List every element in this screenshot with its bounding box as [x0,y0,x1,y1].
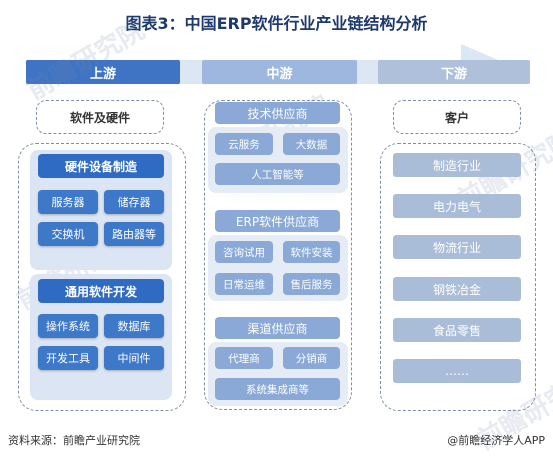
erp-item-maintenance: 日常运维 [215,273,273,295]
channel-item-label: 代理商 [228,352,260,365]
customer-food-retail: 食品零售 [393,318,521,342]
erp-item-label: 售后服务 [290,278,333,291]
tech-item-label: 大数据 [295,138,328,151]
channel-supplier-title: 渠道供应商 [215,317,340,339]
tech-item-label: 云服务 [228,138,260,151]
downstream-container [380,143,536,411]
customer-label: 物流行业 [432,240,481,255]
erp-item-consult: 咨询试用 [215,241,273,263]
tech-item-ai: 人工智能等 [215,163,340,185]
downstream-category-label: 客户 [444,110,469,125]
customer-steel: 钢铁冶金 [393,277,521,301]
erp-supplier-title: ERP软件供应商 [215,210,340,232]
erp-item-label: 咨询试用 [223,246,265,259]
customer-label: 食品零售 [432,323,481,338]
tech-item-bigdata: 大数据 [283,133,340,155]
hardware-item-label: 路由器等 [112,228,156,241]
erp-item-label: 软件安装 [290,246,333,259]
software-item-os: 操作系统 [38,314,98,338]
software-item-label: 操作系统 [46,320,90,333]
hardware-title: 硬件设备制造 [38,154,164,178]
phase-downstream-label: 下游 [440,66,467,82]
hardware-item-storage: 储存器 [104,190,164,214]
phase-upstream: 上游 [26,60,180,84]
channel-item-agent: 代理商 [215,347,273,369]
software-title-label: 通用软件开发 [64,284,137,299]
tech-item-cloud: 云服务 [215,133,273,155]
channel-supplier-title-label: 渠道供应商 [247,321,308,336]
software-title: 通用软件开发 [38,279,164,303]
hardware-item-router: 路由器等 [104,222,164,246]
hardware-item-label: 储存器 [117,196,151,209]
software-item-devtools: 开发工具 [38,346,98,370]
customer-logistics: 物流行业 [393,235,521,259]
customer-power: 电力电气 [393,194,521,218]
chart-title: 图表3：中国ERP软件行业产业链结构分析 [125,14,428,33]
hardware-title-label: 硬件设备制造 [64,159,137,174]
upstream-category-box: 软件及硬件 [36,100,164,134]
erp-item-aftersales: 售后服务 [283,273,340,295]
channel-item-label: 分销商 [295,352,328,365]
tech-item-label: 人工智能等 [251,168,304,181]
phase-downstream: 下游 [378,60,530,84]
hardware-item-switch: 交换机 [38,222,98,246]
customer-label: 电力电气 [432,199,481,214]
hardware-item-label: 服务器 [51,196,85,209]
customer-manufacturing: 制造行业 [393,153,521,177]
midstream-container [204,100,352,410]
customer-label: 制造行业 [432,158,481,173]
channel-item-label: 系统集成商等 [246,383,309,396]
tech-supplier-title-label: 技术供应商 [247,106,308,121]
software-item-label: 开发工具 [46,352,90,365]
upstream-container [18,143,186,411]
phase-upstream-label: 上游 [89,66,116,82]
hardware-item-label: 交换机 [51,228,85,241]
phase-midstream-label: 中游 [266,66,293,82]
channel-item-distributor: 分销商 [283,347,340,369]
software-item-middleware: 中间件 [104,346,164,370]
source-note: 资料来源：前瞻产业研究院 [8,434,140,447]
downstream-category-box: 客户 [393,100,521,134]
erp-supplier-title-label: ERP软件供应商 [235,214,320,229]
customer-more: …… [393,359,521,383]
tech-supplier-title: 技术供应商 [215,102,340,124]
software-item-label: 中间件 [117,352,151,365]
erp-item-label: 日常运维 [223,278,265,291]
hardware-item-server: 服务器 [38,190,98,214]
customer-label: 钢铁冶金 [432,282,481,297]
channel-item-integrator: 系统集成商等 [215,378,340,400]
erp-item-install: 软件安装 [283,241,340,263]
phase-midstream: 中游 [202,60,357,84]
customer-label: …… [445,364,469,378]
upstream-category-label: 软件及硬件 [69,110,130,125]
software-item-database: 数据库 [104,314,164,338]
brand-note: @前瞻经济学人APP [447,434,545,447]
software-item-label: 数据库 [117,320,151,333]
